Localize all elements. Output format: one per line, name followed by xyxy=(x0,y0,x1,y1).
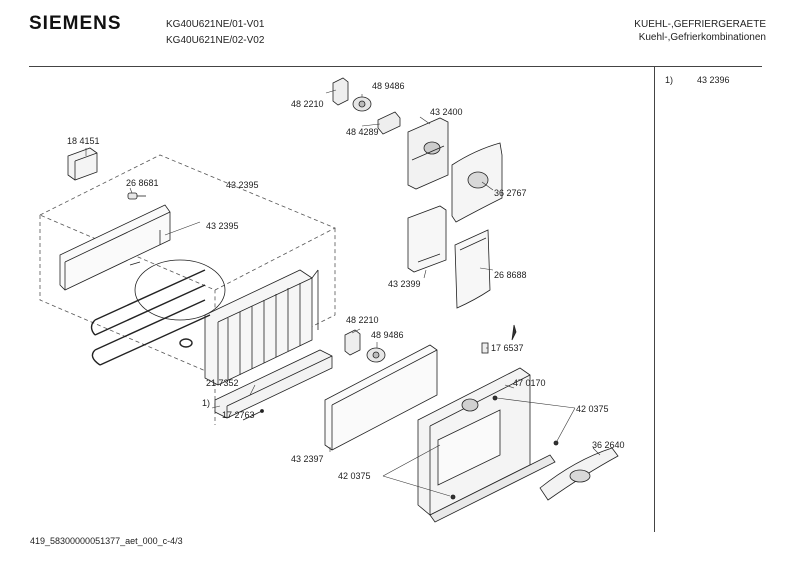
part-label: 48 4289 xyxy=(346,127,379,137)
part-label: 17 2763 xyxy=(222,410,255,420)
part-label: 43 2400 xyxy=(430,107,463,117)
part-label: 17 6537 xyxy=(491,343,524,353)
part-label: 48 9486 xyxy=(371,330,404,340)
part-label: 1) xyxy=(202,398,211,408)
part-432399-panel xyxy=(407,205,447,273)
part-482210-bracket-top xyxy=(332,77,349,106)
part-label: 43 2395 xyxy=(226,180,259,190)
part-label: 48 2210 xyxy=(291,99,324,109)
footnote-part: 43 2396 xyxy=(697,75,730,85)
part-label: 18 4151 xyxy=(67,136,100,146)
part-362767-shroud xyxy=(451,142,503,223)
footnote-number: 1) xyxy=(665,75,674,85)
part-label: 43 2395 xyxy=(206,221,239,231)
part-184151-housing xyxy=(67,147,98,181)
header-divider xyxy=(29,66,762,67)
part-label: 43 2399 xyxy=(388,279,421,289)
category-subtitle: Kuehl-,Gefrierkombinationen xyxy=(638,32,766,43)
part-label: 36 2767 xyxy=(494,188,527,198)
part-label: 36 2640 xyxy=(592,440,625,450)
part-label: 48 9486 xyxy=(372,81,405,91)
part-217352-drip-tray xyxy=(214,349,333,419)
part-420375-screws xyxy=(450,395,559,500)
brand-logo: SIEMENS xyxy=(29,13,122,34)
part-label: 42 0375 xyxy=(576,404,609,414)
leader-lines xyxy=(85,89,601,497)
column-divider xyxy=(654,66,655,532)
part-432397-cover-panel xyxy=(324,344,438,451)
part-470170-housing xyxy=(417,367,556,523)
part-489486-fan-motor-lower xyxy=(366,347,386,363)
part-432400-duct-cover xyxy=(407,117,449,190)
part-label: 48 2210 xyxy=(346,315,379,325)
part-label: 21 7352 xyxy=(206,378,239,388)
part-label: 43 2397 xyxy=(291,454,324,464)
part-268681-sensor xyxy=(127,192,146,200)
model-number-1: KG40U621NE/01-V01 xyxy=(166,19,265,30)
model-number-2: KG40U621NE/02-V02 xyxy=(166,35,265,46)
part-432395-back-panel xyxy=(59,204,171,291)
part-432395-evaporator-coil xyxy=(204,269,319,386)
part-label: 42 0375 xyxy=(338,471,371,481)
category-title: KUEHL-,GEFRIERGERAETE xyxy=(634,19,766,30)
part-362640-lamp-cover xyxy=(539,447,619,501)
part-label: 26 8681 xyxy=(126,178,159,188)
part-268688-panel xyxy=(454,229,491,309)
part-label: 47 0170 xyxy=(513,378,546,388)
part-489486-fan-motor-top xyxy=(352,96,372,112)
part-482210-bracket-lower xyxy=(344,329,361,356)
part-evaporator-tubing xyxy=(90,259,226,366)
document-id: 419_58300000051377_aet_000_c-4/3 xyxy=(30,536,183,546)
part-label: 26 8688 xyxy=(494,270,527,280)
part-wedge-pin xyxy=(511,324,517,341)
part-484289-clip xyxy=(377,111,401,135)
